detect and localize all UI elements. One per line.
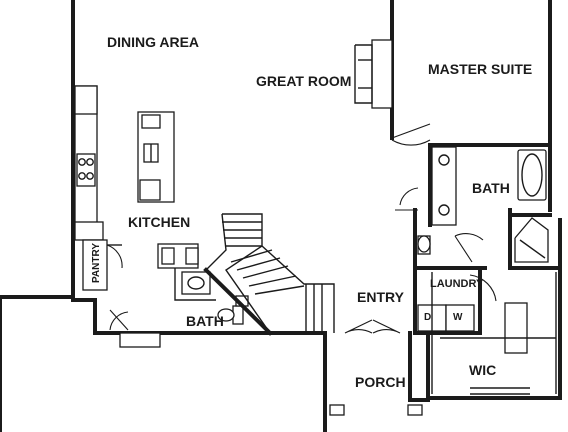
label-dining-area: DINING AREA: [107, 34, 199, 50]
label-kitchen: KITCHEN: [128, 214, 190, 230]
label-entry: ENTRY: [357, 289, 405, 305]
label-dryer: D: [424, 312, 431, 323]
pantry: [82, 239, 123, 291]
stairs: [203, 213, 335, 336]
kitchen-island: [137, 111, 175, 203]
label-wic: WIC: [469, 362, 496, 378]
kitchen-counters: [74, 85, 104, 241]
label-great-room: GREAT ROOM: [256, 73, 351, 89]
wic-fixtures: [431, 272, 557, 395]
label-porch: PORCH: [355, 374, 406, 390]
label-master-suite: MASTER SUITE: [428, 61, 532, 77]
label-laundry: LAUNDRY: [430, 278, 484, 290]
label-bath-master: BATH: [472, 180, 510, 196]
master-door: [391, 123, 431, 146]
fireplace: [354, 39, 393, 109]
half-bath: [109, 243, 249, 348]
entry-doors: [344, 319, 401, 334]
master-bath-fixtures: [395, 146, 549, 263]
label-washer: W: [453, 312, 463, 323]
porch-columns: [329, 404, 423, 416]
label-bath-half: BATH: [186, 313, 224, 329]
label-pantry: PANTRY: [91, 243, 102, 283]
